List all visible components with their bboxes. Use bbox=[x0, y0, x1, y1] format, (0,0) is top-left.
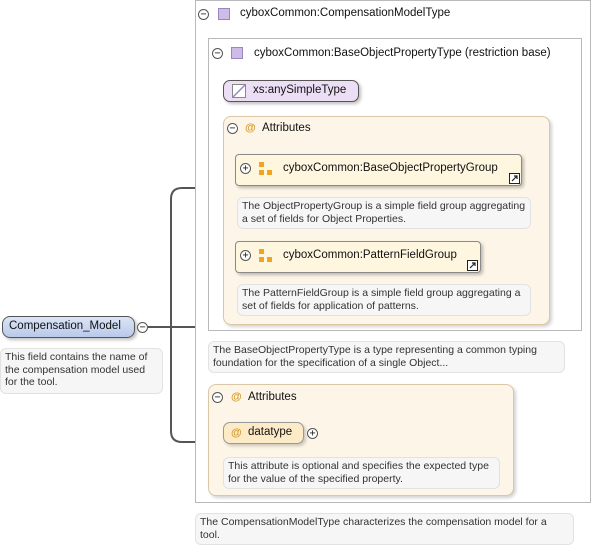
group-name: cyboxCommon:PatternFieldGroup bbox=[283, 249, 457, 261]
group-expand-toggle[interactable]: + bbox=[240, 250, 251, 261]
base-attributes-collapse-toggle[interactable]: − bbox=[227, 123, 238, 134]
attribute-at-icon: @ bbox=[231, 427, 242, 439]
attribute-group-icon bbox=[259, 249, 273, 263]
simple-type-name: xs:anySimpleType bbox=[253, 84, 347, 96]
simple-type-icon bbox=[232, 84, 246, 98]
datatype-attribute-node[interactable] bbox=[223, 422, 304, 444]
pattern-field-group-node[interactable] bbox=[235, 241, 481, 273]
own-attributes-label: Attributes bbox=[248, 391, 297, 403]
attributes-at-icon: @ bbox=[231, 391, 242, 403]
simple-type-node[interactable] bbox=[223, 80, 359, 102]
root-element-name: Compensation_Model bbox=[9, 320, 121, 332]
attribute-group-icon bbox=[259, 162, 273, 176]
attribute-expand-toggle[interactable]: + bbox=[307, 428, 318, 439]
base-type-doc-note: The BaseObjectPropertyType is a type rep… bbox=[208, 341, 565, 373]
base-attributes-label: Attributes bbox=[262, 122, 311, 134]
group-expand-toggle[interactable]: + bbox=[240, 163, 251, 174]
base-type-icon bbox=[231, 47, 243, 59]
attributes-at-icon: @ bbox=[245, 122, 256, 134]
outer-type-collapse-toggle[interactable]: − bbox=[198, 9, 209, 20]
external-link-icon[interactable] bbox=[467, 260, 478, 271]
outer-type-name: cyboxCommon:CompensationModelType bbox=[240, 7, 451, 19]
base-type-collapse-toggle[interactable]: − bbox=[212, 48, 223, 59]
group-name: cyboxCommon:BaseObjectPropertyGroup bbox=[283, 162, 498, 174]
attribute-doc-note: This attribute is optional and specifies… bbox=[223, 457, 500, 489]
root-element-doc-note: This field contains the name of the comp… bbox=[0, 348, 163, 394]
external-link-icon[interactable] bbox=[509, 173, 520, 184]
own-attributes-collapse-toggle[interactable]: − bbox=[212, 392, 223, 403]
base-object-property-group-node[interactable] bbox=[235, 154, 522, 186]
attribute-name: datatype bbox=[248, 426, 293, 438]
group-doc-note: The PatternFieldGroup is a simple field … bbox=[237, 284, 531, 316]
root-element-node[interactable] bbox=[2, 316, 135, 338]
group-doc-note: The ObjectPropertyGroup is a simple fiel… bbox=[237, 197, 531, 229]
base-type-name: cyboxCommon:BaseObjectPropertyType (rest… bbox=[254, 47, 551, 59]
outer-type-doc-note: The CompensationModelType characterizes … bbox=[195, 513, 574, 545]
root-collapse-toggle[interactable]: − bbox=[137, 322, 148, 333]
complex-type-icon bbox=[218, 8, 230, 20]
